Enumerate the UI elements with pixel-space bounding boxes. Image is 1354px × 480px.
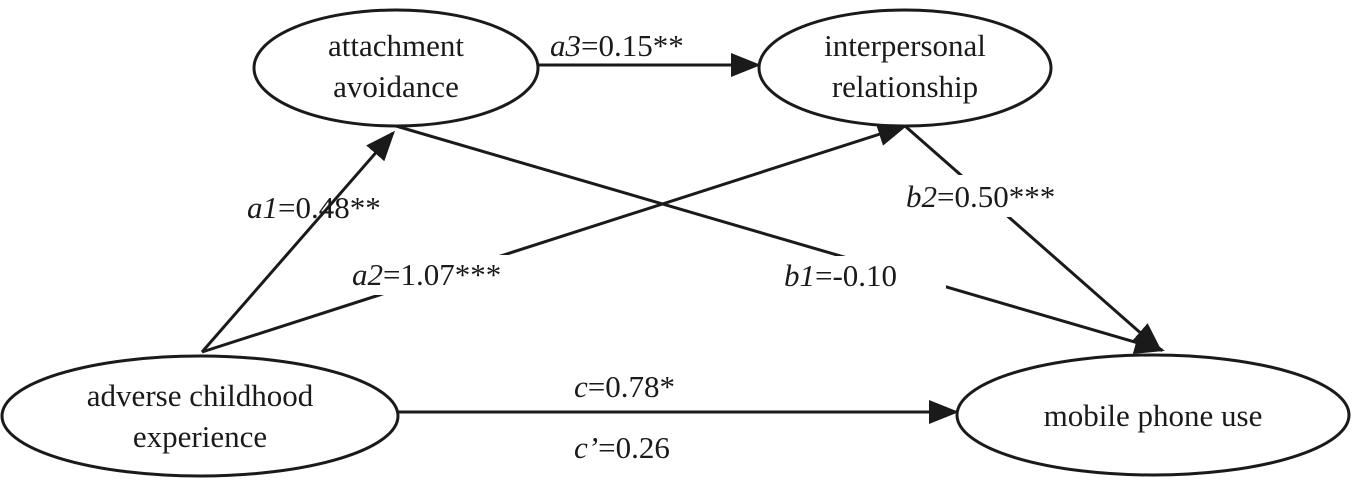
edge-a2-arrow (201, 122, 908, 354)
label-a3-value: =0.15** (581, 28, 684, 63)
label-c-name: c (574, 369, 588, 404)
node-mobile-phone-use-label: mobile phone use (1044, 398, 1263, 433)
b1-label-mask (778, 256, 946, 296)
edge-b1-arrow (395, 124, 1165, 354)
node-interpersonal-relationship-line1: interpersonal (824, 28, 986, 63)
label-a2-name: a2 (352, 257, 383, 292)
node-attachment-avoidance-line1: attachment (328, 28, 464, 63)
node-adverse-childhood-experience-line1: adverse childhood (87, 378, 314, 413)
label-b1: b1=-0.10 (784, 258, 897, 293)
node-adverse-childhood-experience-line2: experience (133, 419, 267, 454)
node-interpersonal-relationship-line2: relationship (832, 69, 978, 104)
label-b1-name: b1 (784, 258, 815, 293)
node-attachment-avoidance: attachment avoidance (252, 8, 540, 128)
label-a1-value: =0.48** (278, 190, 381, 225)
label-c-prime-name: c’ (574, 430, 598, 465)
node-attachment-avoidance-line2: avoidance (333, 69, 459, 104)
label-c: c=0.78* (574, 369, 675, 404)
label-c-prime: c’=0.26 (574, 430, 670, 465)
node-interpersonal-relationship: interpersonal relationship (757, 8, 1053, 128)
label-a2-value: =1.07*** (383, 257, 501, 292)
label-a1-name: a1 (247, 190, 278, 225)
label-c-prime-value: =0.26 (598, 430, 670, 465)
edge-a1-arrow (200, 130, 395, 353)
b2-label-mask (902, 175, 1090, 217)
a2-label-mask (348, 255, 538, 295)
label-b1-value: =-0.10 (815, 258, 897, 293)
edge-b2-arrow (904, 124, 1163, 352)
label-b2: b2=0.50*** (906, 179, 1055, 214)
label-a2: a2=1.07*** (352, 257, 501, 292)
edges (200, 53, 1165, 424)
node-adverse-childhood-experience: adverse childhood experience (0, 354, 400, 478)
node-mobile-phone-use: mobile phone use (955, 353, 1351, 477)
label-a3: a3=0.15** (550, 28, 684, 63)
label-a3-name: a3 (550, 28, 581, 63)
label-b2-value: =0.50*** (937, 179, 1055, 214)
label-a1: a1=0.48** (247, 190, 381, 225)
label-b2-name: b2 (906, 179, 937, 214)
label-c-value: =0.78* (588, 369, 675, 404)
